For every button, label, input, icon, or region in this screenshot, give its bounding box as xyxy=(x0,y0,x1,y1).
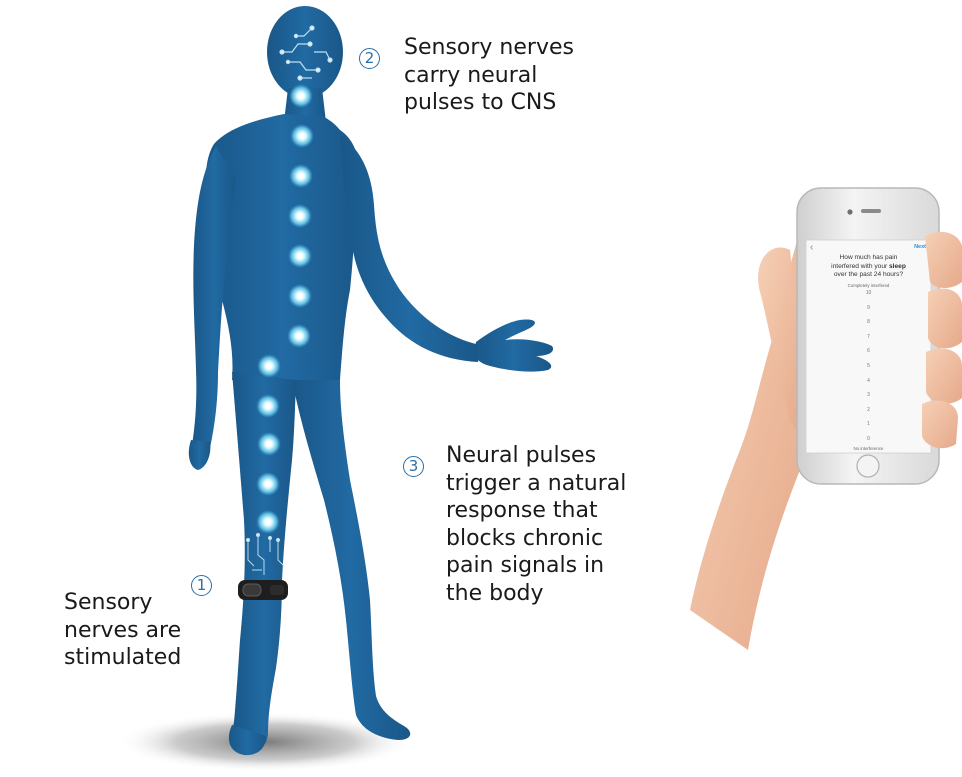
chevron-left-icon[interactable]: ‹ xyxy=(810,243,813,253)
scale-option[interactable]: 10 xyxy=(806,286,931,301)
question-line: over the past 24 hours? xyxy=(810,271,927,280)
survey-question: How much has pain interfered with your s… xyxy=(810,254,927,280)
scale-option[interactable]: 0 xyxy=(806,432,931,447)
next-button[interactable]: Next xyxy=(914,244,926,250)
scale-bottom-label: No interference xyxy=(806,446,931,451)
phone-speaker xyxy=(861,209,881,213)
scale-option[interactable]: 6 xyxy=(806,344,931,359)
scale-option[interactable]: 4 xyxy=(806,374,931,389)
scale-option[interactable]: 5 xyxy=(806,359,931,374)
question-line-prefix: interfered with your xyxy=(831,263,889,270)
scale-option[interactable]: 2 xyxy=(806,403,931,418)
question-line: interfered with your sleep xyxy=(810,263,927,272)
scale-option[interactable]: 1 xyxy=(806,417,931,432)
hand-finger xyxy=(926,348,962,403)
question-line: How much has pain xyxy=(810,254,927,263)
question-keyword: sleep xyxy=(889,263,906,270)
scale-option[interactable]: 8 xyxy=(806,315,931,330)
scale-option[interactable]: 7 xyxy=(806,330,931,345)
hand-finger xyxy=(928,288,962,348)
phone-screen-content: ‹ Next How much has pain interfered with… xyxy=(806,240,931,453)
phone-home-button xyxy=(857,455,879,477)
scale-option[interactable]: 9 xyxy=(806,301,931,316)
scale-option[interactable]: 3 xyxy=(806,388,931,403)
phone-camera xyxy=(847,209,852,214)
